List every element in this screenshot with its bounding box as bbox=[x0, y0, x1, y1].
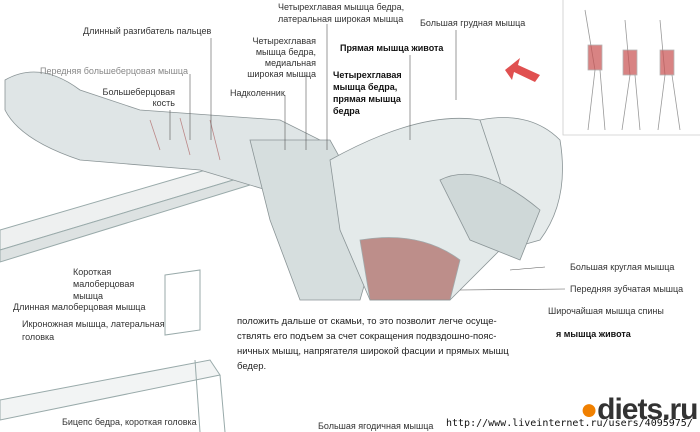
label: Икроножная мышца, латеральная головка bbox=[22, 318, 165, 344]
label: Четырехглавая мышца бедра, прямая мышца … bbox=[333, 69, 402, 117]
label-line: бедра bbox=[333, 106, 360, 116]
label-line: широкая мышца bbox=[247, 69, 316, 79]
label-line: мышца бедра, bbox=[255, 47, 316, 57]
body-sketch bbox=[4, 71, 563, 301]
label: Широчайшая мышца спины bbox=[548, 306, 664, 316]
label-line: головка bbox=[22, 332, 55, 342]
label: Короткая малоберцовая мышца bbox=[73, 266, 134, 302]
label-line: Короткая bbox=[73, 267, 112, 277]
label-line: кость bbox=[152, 98, 175, 108]
apple-icon: ● bbox=[580, 393, 598, 426]
label: латеральная широкая мышца bbox=[278, 14, 404, 24]
bench bbox=[0, 159, 251, 432]
para-line: ствлять его подъем за счет сокращения по… bbox=[237, 331, 497, 342]
para-line: бедер. bbox=[237, 361, 267, 372]
label: Бицепс бедра, короткая головка bbox=[62, 417, 197, 427]
label: Четырехглавая мышца бедра, медиальная ши… bbox=[236, 36, 316, 80]
label-line: Четырехглавая bbox=[252, 36, 316, 46]
label: Длинный разгибатель пальцев bbox=[83, 26, 212, 36]
label: Большая грудная мышца bbox=[420, 18, 526, 28]
label-line: мышца бедра, bbox=[333, 82, 398, 92]
label: Большая ягодичная мышца bbox=[318, 421, 434, 431]
label-line: медиальная bbox=[264, 58, 316, 68]
label-line: Большеберцовая bbox=[102, 87, 175, 97]
label: Надколенник bbox=[230, 88, 285, 98]
para-line: ничных мышц, напрягателя широкой фасции … bbox=[237, 346, 509, 357]
diets-logo: ●diets.ru bbox=[580, 393, 698, 427]
label-line: малоберцовая bbox=[73, 279, 135, 289]
label-line: прямая мышца bbox=[333, 94, 401, 104]
label: Большеберцовая кость bbox=[95, 87, 175, 109]
leader-lines bbox=[169, 24, 566, 291]
label-line: мышца bbox=[73, 291, 104, 301]
para-line: положить дальше от скамьи, то это позвол… bbox=[237, 316, 497, 327]
label: Четырехглавая мышца бедра, bbox=[278, 2, 405, 12]
inset-figures bbox=[562, 0, 700, 136]
label-line: Четырехглавая bbox=[333, 70, 402, 80]
label: Передняя зубчатая мышца bbox=[570, 284, 684, 294]
label: Длинная малоберцовая мышца bbox=[13, 302, 146, 312]
watermark-url: http://www.liveinternet.ru/users/4095975… bbox=[446, 418, 693, 429]
para-line: ... bbox=[237, 308, 245, 314]
label: Большая круглая мышца bbox=[570, 262, 675, 272]
logo-text: diets.ru bbox=[597, 393, 698, 426]
arrow-icon bbox=[505, 58, 540, 82]
description-paragraph: ... положить дальше от скамьи, то это по… bbox=[237, 306, 545, 374]
label: Прямая мышца живота bbox=[340, 43, 444, 53]
label-line: Икроножная мышца, латеральная bbox=[22, 319, 165, 329]
label: я мышца живота bbox=[556, 329, 631, 339]
label: Передняя большеберцовая мышца bbox=[40, 66, 189, 76]
